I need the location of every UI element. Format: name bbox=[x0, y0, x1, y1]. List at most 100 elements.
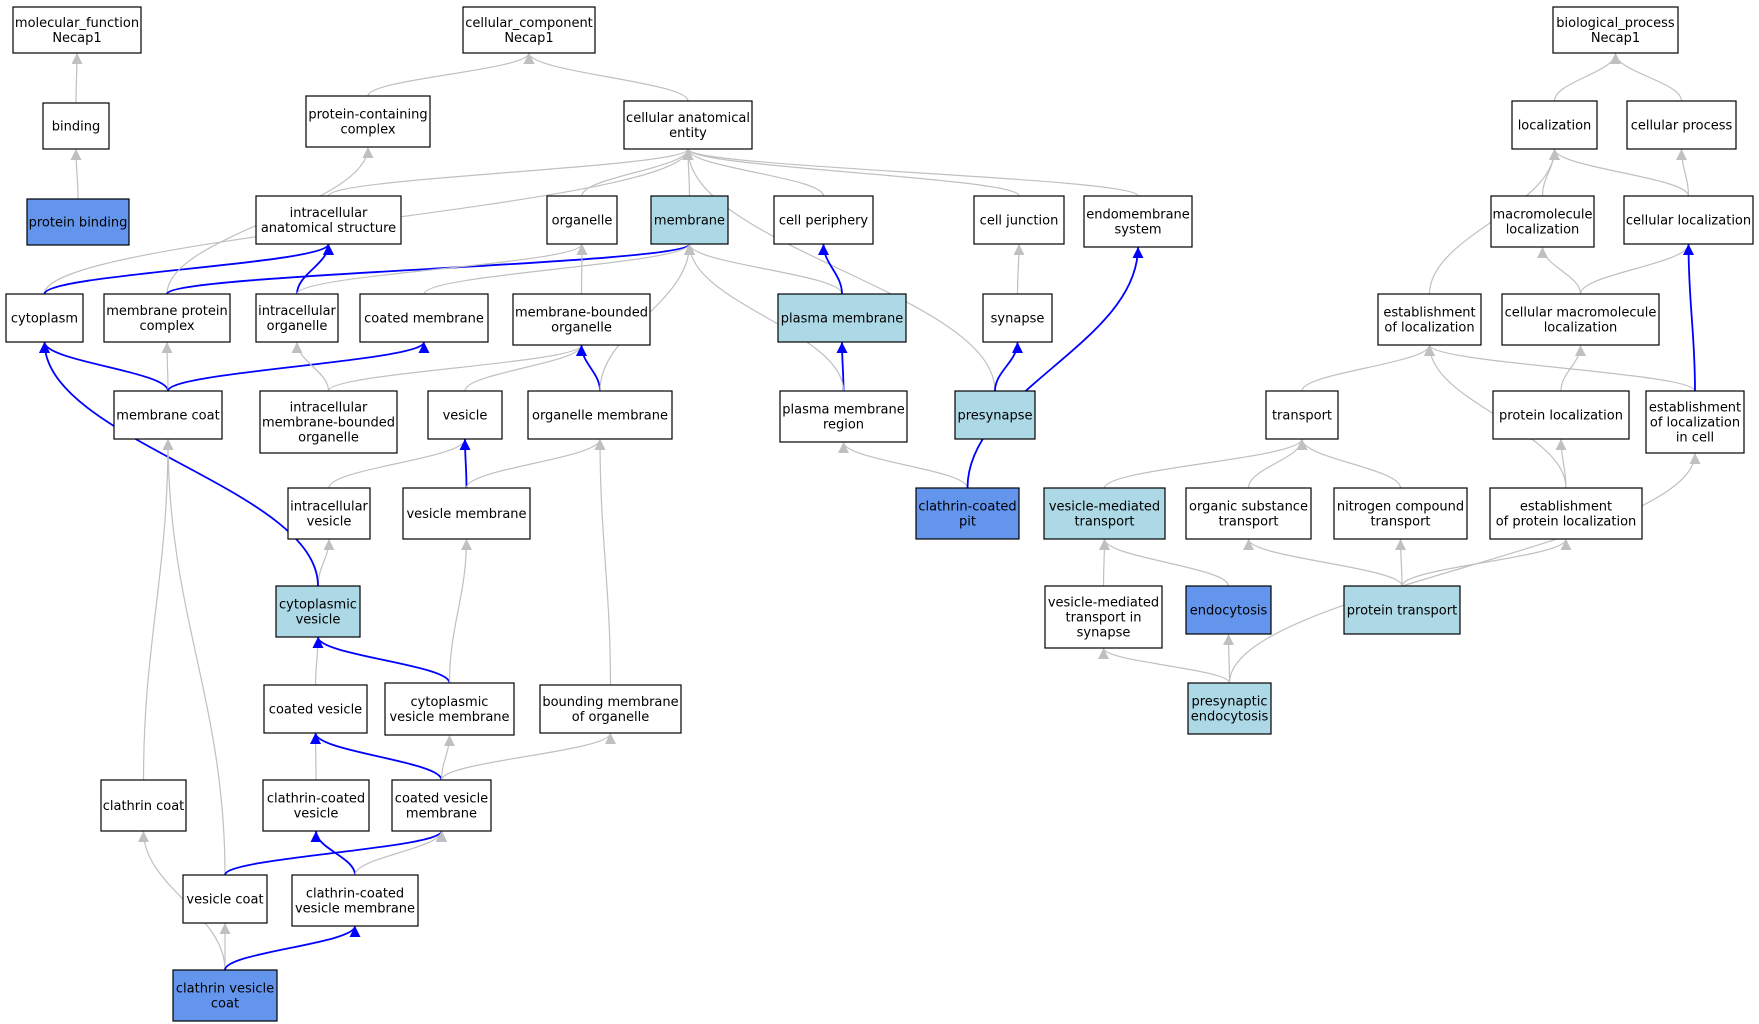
node-localization[interactable]: localization bbox=[1511, 100, 1598, 150]
edge-ccvm-to-ccv bbox=[310, 830, 356, 876]
node-ccvm-box bbox=[291, 874, 419, 927]
node-organelle[interactable]: organelle bbox=[546, 195, 618, 245]
node-estlocincell-label-line-2: in cell bbox=[1676, 431, 1714, 446]
node-protloc[interactable]: protein localization bbox=[1492, 390, 1630, 440]
edge-prottrans-to-ost bbox=[1243, 538, 1403, 587]
node-protbind[interactable]: protein binding bbox=[26, 198, 130, 246]
node-cytoplasm[interactable]: cytoplasm bbox=[5, 293, 84, 343]
edge-vescoat-to-memcoat bbox=[162, 438, 226, 876]
edge-cmacloc-to-cellloc bbox=[1579, 243, 1694, 295]
edge-coatvesmem-to-bmo bbox=[440, 732, 616, 781]
node-transport-label-line-0: transport bbox=[1272, 409, 1332, 424]
node-coatves[interactable]: coated vesicle bbox=[263, 684, 368, 734]
node-memcoat-box bbox=[113, 390, 223, 440]
node-ias-label-line-1: anatomical structure bbox=[261, 221, 396, 236]
node-bp-label-line-0: biological_process bbox=[1556, 16, 1675, 31]
node-memcoat[interactable]: membrane coat bbox=[113, 390, 223, 440]
node-orgmem[interactable]: organelle membrane bbox=[527, 390, 673, 440]
node-vesicle[interactable]: vesicle bbox=[427, 390, 503, 440]
node-synapse[interactable]: synapse bbox=[982, 293, 1053, 343]
node-imbo-label-line-1: membrane-bounded bbox=[262, 416, 395, 431]
node-cellproc[interactable]: cellular process bbox=[1626, 100, 1737, 150]
node-ccvm-label-line-1: vesicle membrane bbox=[295, 902, 415, 917]
node-clathcoat-label-line-0: clathrin coat bbox=[103, 799, 185, 814]
node-endocytosis[interactable]: endocytosis bbox=[1185, 585, 1272, 635]
node-pcc-label-line-0: protein-containing bbox=[308, 108, 427, 123]
node-imbo-label-line-0: intracellular bbox=[290, 401, 368, 416]
node-binding[interactable]: binding bbox=[42, 102, 110, 150]
edge-vmt-to-transport bbox=[1103, 438, 1308, 489]
edge-ccp-to-pmr bbox=[838, 441, 969, 489]
node-ost-box bbox=[1185, 487, 1312, 540]
node-cvc-box bbox=[172, 969, 278, 1022]
node-membrane[interactable]: membrane bbox=[650, 195, 729, 245]
node-nct-box bbox=[1333, 487, 1468, 540]
node-celljunc[interactable]: cell junction bbox=[973, 195, 1065, 245]
edge-endomem-to-cae bbox=[682, 148, 1139, 197]
node-transport[interactable]: transport bbox=[1265, 390, 1339, 440]
node-vescoat-label-line-0: vesicle coat bbox=[186, 893, 263, 908]
node-cc-box bbox=[462, 6, 596, 54]
node-estprotloc-label-line-0: establishment bbox=[1520, 500, 1612, 515]
node-clathcoat[interactable]: clathrin coat bbox=[100, 779, 187, 832]
node-presyn[interactable]: presynapse bbox=[954, 390, 1036, 440]
edge-ccvm-to-coatvesmem bbox=[354, 830, 447, 876]
node-vescoat[interactable]: vesicle coat bbox=[182, 874, 268, 924]
edge-imbo-to-mbo bbox=[327, 344, 587, 392]
node-prottrans-label-line-0: protein transport bbox=[1347, 604, 1457, 619]
node-vesmem[interactable]: vesicle membrane bbox=[402, 487, 531, 540]
edge-prottrans-to-estprotloc bbox=[1401, 538, 1572, 587]
node-plasmamem[interactable]: plasma membrane bbox=[777, 293, 907, 343]
node-bmo-label-line-0: bounding membrane bbox=[542, 695, 678, 710]
node-ost-label-line-1: transport bbox=[1218, 515, 1278, 530]
edge-pmr-to-membrane bbox=[684, 243, 845, 392]
node-cellper[interactable]: cell periphery bbox=[773, 195, 874, 245]
edge-ost-to-transport bbox=[1247, 438, 1308, 489]
node-cellloc[interactable]: cellular localization bbox=[1623, 195, 1754, 245]
node-presynendo-box bbox=[1187, 682, 1272, 735]
node-prottrans[interactable]: protein transport bbox=[1343, 585, 1461, 635]
edge-transport-to-estloc bbox=[1301, 344, 1435, 392]
node-presyn-label-line-0: presynapse bbox=[957, 409, 1032, 424]
node-vesmem-label-line-0: vesicle membrane bbox=[406, 507, 526, 522]
node-prottrans-box bbox=[1343, 585, 1461, 635]
node-pmr-label-line-1: region bbox=[823, 418, 864, 433]
node-pmr-label-line-0: plasma membrane bbox=[782, 403, 905, 418]
node-coatmem[interactable]: coated membrane bbox=[359, 293, 489, 343]
node-cmacloc-label-line-0: cellular macromolecule bbox=[1505, 306, 1657, 321]
edge-mbo-to-organelle bbox=[576, 243, 588, 295]
node-ccp-box bbox=[915, 487, 1020, 540]
